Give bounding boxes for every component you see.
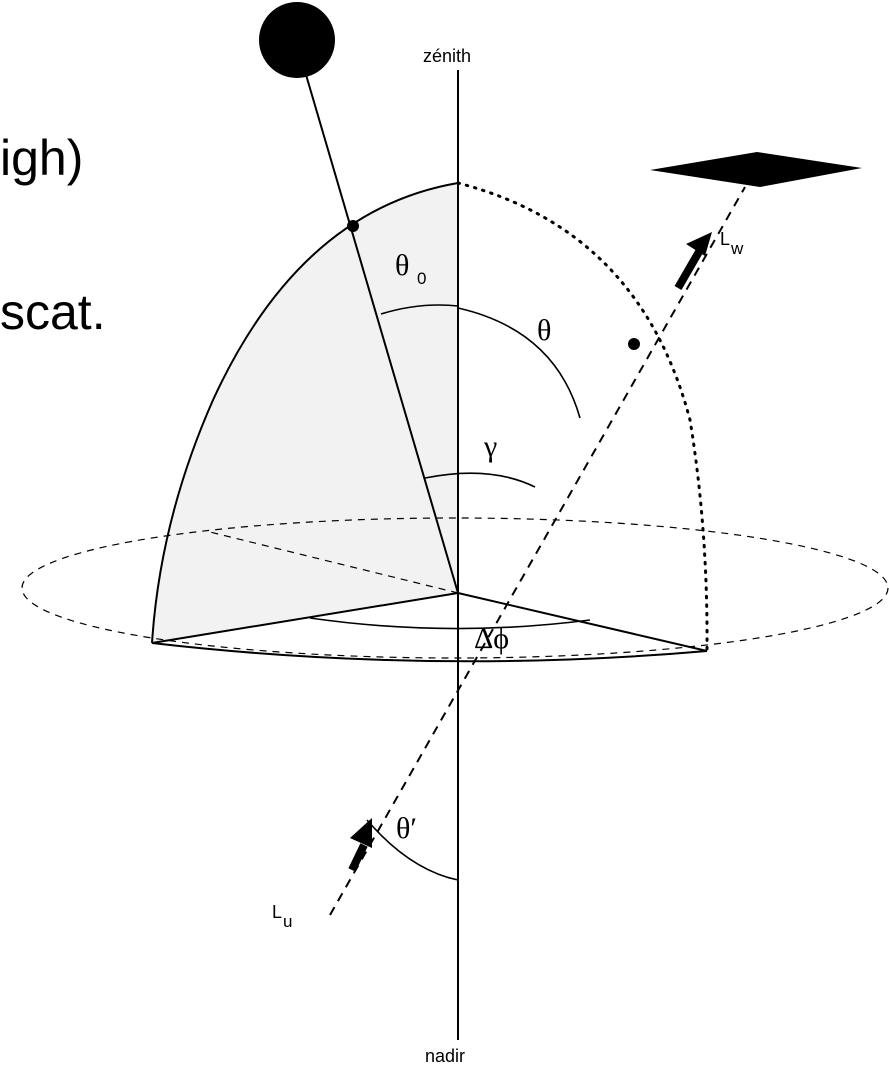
- theta-prime-label: θ′: [396, 812, 417, 845]
- theta0-label: θ: [395, 249, 409, 282]
- slide-text-fragment-1: igh): [0, 130, 84, 186]
- lu-subscript: u: [283, 912, 292, 931]
- back-dashed-line: [209, 531, 459, 594]
- lw-label: L: [720, 229, 730, 249]
- sun-meridian-arc: [151, 182, 459, 644]
- sun-ray: [296, 43, 459, 594]
- view-azimuth-line: [457, 592, 708, 652]
- lw-arrow-shaft: [674, 247, 704, 291]
- horizon-ellipse: [21, 517, 889, 659]
- theta-angle-arc: [457, 307, 581, 419]
- lw-arrow-icon: [686, 232, 712, 256]
- gamma-angle-arc: [424, 472, 536, 488]
- sun-ray-intersection-dot: [347, 220, 359, 232]
- horizon-front-arc: [151, 642, 708, 663]
- theta0-angle-arc: [380, 304, 459, 315]
- sun-icon: [259, 2, 335, 78]
- lu-arrow-icon: [350, 818, 372, 848]
- delta-phi-label: Δϕ: [474, 622, 509, 655]
- view-meridian-arc: [456, 181, 709, 653]
- theta-prime-angle-arc: [366, 819, 459, 881]
- sensor-icon: [650, 152, 862, 187]
- viewing-line: [329, 186, 746, 916]
- sun-plane-shaded-region: [152, 183, 458, 643]
- zenith-label: zénith: [423, 46, 471, 66]
- nadir-label: nadir: [425, 1046, 465, 1066]
- view-intersection-dot: [628, 338, 640, 350]
- theta0-subscript: 0: [417, 269, 426, 288]
- sun-azimuth-line: [151, 592, 459, 644]
- theta-label: θ: [537, 314, 551, 347]
- lw-subscript: w: [730, 239, 744, 258]
- lu-arrow-shaft: [348, 843, 368, 872]
- slide-text-fragment-2: scat.: [0, 284, 106, 340]
- delta-phi-angle-arc: [309, 617, 591, 630]
- lu-label: L: [272, 902, 282, 922]
- gamma-label: γ: [483, 430, 497, 463]
